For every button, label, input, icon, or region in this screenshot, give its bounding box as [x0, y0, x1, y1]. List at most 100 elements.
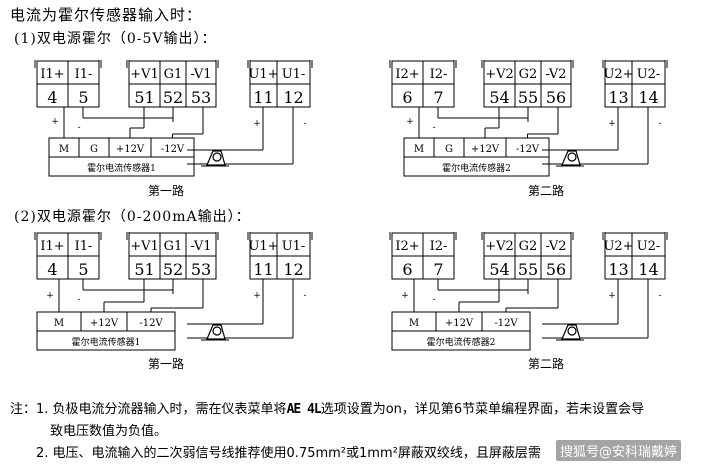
terminal-number: 5	[78, 260, 88, 279]
terminal-label: -V2	[545, 67, 566, 82]
terminal-number: 6	[402, 260, 412, 279]
terminal-number: 13	[608, 88, 628, 107]
terminal-label: G2	[519, 67, 538, 82]
terminal-label: G1	[164, 67, 183, 82]
terminal-number: 54	[489, 88, 509, 107]
caption-channel-2: 第二路	[528, 184, 565, 198]
sensor-terminal-label: -12V	[161, 144, 185, 155]
terminal-label: I1+	[40, 67, 64, 82]
terminal-number: 4	[47, 88, 57, 107]
terminal-number: 13	[608, 260, 628, 279]
section-1-label: (1)双电源霍尔（0-5V输出）：	[14, 31, 217, 47]
terminal-number: 54	[489, 260, 509, 279]
terminal-label: U2-	[637, 239, 661, 254]
sensor-terminal-label: M	[59, 144, 69, 155]
sensor-terminal-label: G	[445, 144, 453, 155]
terminal-number: 53	[191, 88, 211, 107]
note-prefix: 注：	[10, 402, 37, 417]
terminal-number: 56	[546, 260, 566, 279]
terminal-number: 52	[163, 260, 183, 279]
terminal-label: +V2	[485, 67, 514, 82]
terminal-label: +V1	[130, 67, 159, 82]
terminal-number: 53	[191, 260, 211, 279]
terminal-label: U1-	[282, 67, 306, 82]
polarity-minus: -	[77, 295, 80, 305]
polarity-plus: +	[406, 117, 414, 127]
terminal-label: G2	[519, 239, 538, 254]
terminal-label: I1-	[75, 239, 93, 254]
terminal-number: 7	[433, 88, 443, 107]
terminal-number: 55	[518, 88, 538, 107]
terminal-number: 14	[638, 88, 658, 107]
sensor-terminal-label: M	[54, 318, 64, 329]
polarity-plus: +	[401, 291, 409, 301]
sensor-terminal-label: G	[90, 144, 98, 155]
terminal-label: I1-	[75, 67, 93, 82]
terminal-number: 5	[78, 88, 88, 107]
terminal-label: I2-	[430, 67, 448, 82]
terminal-label: I1+	[40, 239, 64, 254]
current-transformer-core	[212, 152, 222, 162]
terminal-number: 4	[47, 260, 57, 279]
terminal-label: U2-	[637, 67, 661, 82]
section-2-label: (2)双电源霍尔（0-200mA输出）：	[14, 209, 251, 225]
terminal-label: U1-	[282, 239, 306, 254]
hall-sensor-name: 霍尔电流传感器2	[427, 336, 496, 348]
sensor-terminal-label: M	[414, 144, 424, 155]
note-1-text-b: 选项设置为on，详见第6节菜单编程界面，若未设置会导	[320, 402, 645, 417]
terminal-label: I2+	[395, 67, 419, 82]
terminal-label: U1+	[248, 67, 278, 82]
polarity-plus: +	[608, 291, 616, 301]
note-1-code: AE 4L	[286, 402, 322, 417]
terminal-label: -V1	[190, 239, 211, 254]
polarity-minus: -	[77, 123, 80, 133]
sensor-terminal-label: +12V	[90, 318, 119, 329]
diagram-channel-1-current: I1+4I1-5+V151G152-V153U1+11U1-12M+12V-12…	[34, 232, 313, 351]
terminal-label: I2-	[430, 239, 448, 254]
note-2: 2. 电压、电流输入的二次弱信号线推荐使用0.75mm²或1mm²屏蔽双绞线，且…	[36, 446, 541, 461]
hall-sensor-name: 霍尔电流传感器1	[72, 336, 141, 348]
terminal-number: 7	[433, 260, 443, 279]
polarity-minus: -	[303, 119, 306, 129]
note-1-line-1: 注：1. 负极电流分流器输入时，需在仪表菜单将AE 4L选项设置为on，详见第6…	[10, 398, 644, 417]
terminal-number: 51	[134, 260, 154, 279]
page-title: 电流为霍尔传感器输入时：	[10, 6, 203, 24]
terminal-number: 11	[253, 88, 273, 107]
polarity-plus: +	[253, 291, 261, 301]
caption-channel-1: 第一路	[148, 357, 185, 371]
sensor-terminal-label: -12V	[494, 318, 518, 329]
terminal-number: 52	[163, 88, 183, 107]
diagram-channel-2-current: I2+6I2-7+V254G255-V256U2+13U2-14M+12V-12…	[389, 232, 668, 351]
terminal-label: I2+	[395, 239, 419, 254]
sensor-terminal-label: -12V	[139, 318, 163, 329]
terminal-label: U2+	[603, 239, 633, 254]
caption-channel-2: 第二路	[528, 357, 565, 371]
current-transformer-core	[567, 152, 577, 162]
current-transformer-core	[212, 326, 222, 336]
polarity-minus: -	[432, 123, 435, 133]
terminal-number: 12	[283, 260, 303, 279]
current-transformer-core	[567, 326, 577, 336]
terminal-label: -V2	[545, 239, 566, 254]
terminal-label: +V2	[485, 239, 514, 254]
polarity-plus: +	[253, 119, 261, 129]
terminal-label: +V1	[130, 239, 159, 254]
terminal-number: 14	[638, 260, 658, 279]
polarity-plus: +	[608, 119, 616, 129]
terminal-label: -V1	[190, 67, 211, 82]
terminal-label: U2+	[603, 67, 633, 82]
terminal-number: 12	[283, 88, 303, 107]
watermark: 搜狐号@安科瑞戴婷	[556, 440, 682, 461]
terminal-number: 11	[253, 260, 273, 279]
sensor-terminal-label: -12V	[516, 144, 540, 155]
terminal-number: 55	[518, 260, 538, 279]
polarity-minus: -	[432, 295, 435, 305]
sensor-terminal-label: +12V	[471, 144, 500, 155]
polarity-plus: +	[51, 117, 59, 127]
caption-channel-1: 第一路	[148, 184, 185, 198]
sensor-terminal-label: +12V	[116, 144, 145, 155]
note-1-line-2: 致电压数值为负值。	[50, 424, 168, 439]
